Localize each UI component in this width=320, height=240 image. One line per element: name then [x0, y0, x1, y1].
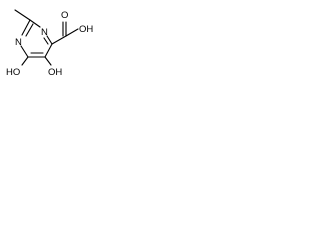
bond-c5-c4 [44, 43, 53, 58]
bond-group [14, 9, 79, 66]
atom-hydroxy-right: OH [48, 67, 62, 78]
bond-methyl-c2 [14, 9, 31, 21]
atom-hydroxy-left: HO [6, 67, 20, 78]
bond-c2-n1 [21, 19, 31, 36]
bond-c2-n3 [29, 19, 41, 28]
atom-acid-oh: OH [79, 24, 93, 35]
bond-c2-n1-double [25, 23, 34, 37]
chemical-structure-diagram: N N O OH HO OH [6, 9, 93, 78]
atom-carbonyl-o: O [61, 10, 68, 21]
atom-n-upper: N [41, 27, 48, 38]
bond-c-oh [65, 28, 79, 37]
bond-c4-n3 [46, 35, 53, 45]
atom-n-lower: N [15, 37, 22, 48]
bond-n1-c6 [20, 45, 29, 58]
bond-c4-n3-double [43, 37, 49, 45]
bond-c4-cooh [51, 35, 67, 45]
bond-c5-oh [44, 56, 52, 66]
bond-c6-oh [21, 56, 29, 66]
